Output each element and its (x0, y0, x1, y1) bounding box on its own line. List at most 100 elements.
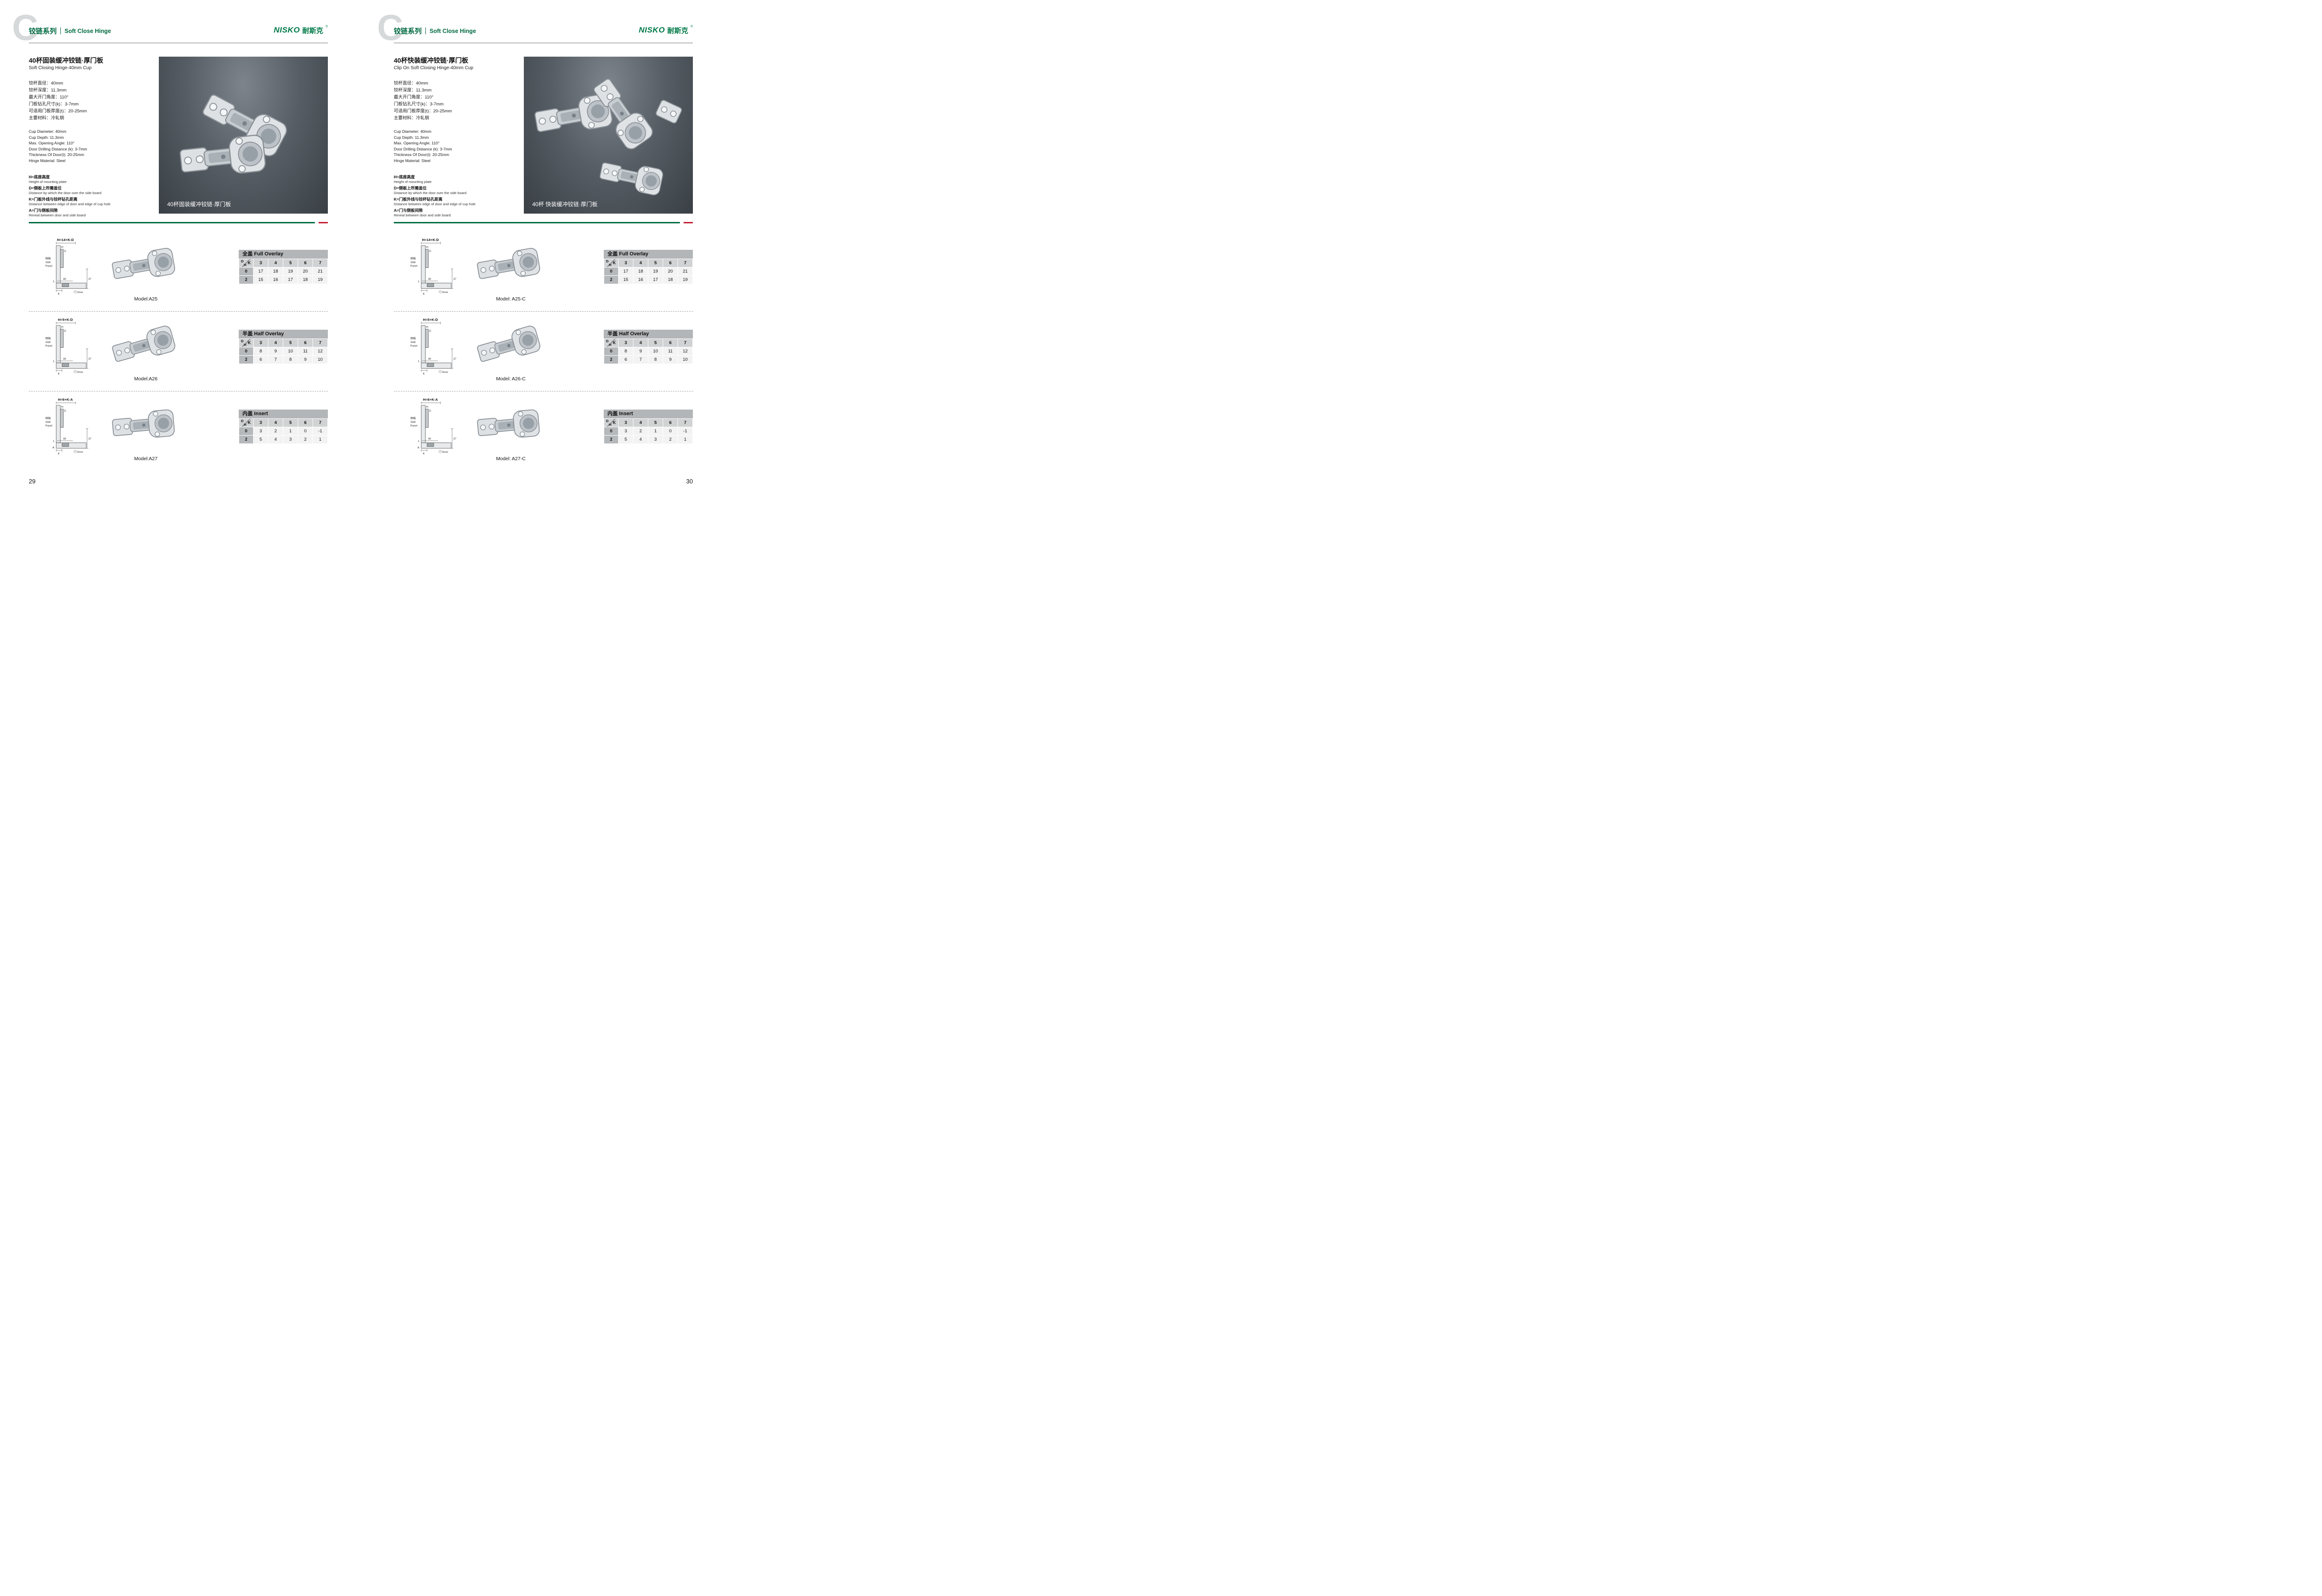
k-header-cell: 7 (313, 339, 327, 347)
dimension-lines (56, 321, 76, 325)
k-header-cell: 3 (254, 419, 268, 427)
k-header-cell: 6 (298, 339, 313, 347)
dim-37-label: 37 (88, 358, 91, 360)
installation-diagram: H=14+K-D 侧板 Side Panel H D 40 1 K 门 Door… (46, 238, 91, 296)
row-label-cell: 0 (239, 347, 253, 355)
corner-d-label: D (606, 339, 609, 343)
k-header-cell: 4 (633, 419, 648, 427)
door-label: 门 Door (74, 290, 83, 294)
dimension-lines (421, 428, 454, 452)
table-title: 内盖 Insert (239, 410, 328, 418)
dimension-lines (56, 348, 89, 372)
dim-40-label: 40 (428, 278, 431, 280)
brand-logo-en: NISKO (274, 26, 300, 34)
corner-d-label: D (241, 339, 244, 343)
spec-item: Hinge Material: Steel (394, 158, 430, 163)
spec-item: 最大开门角度：110° (394, 95, 434, 100)
dim-37-label: 37 (453, 437, 456, 440)
product-title-en: Clip On Soft Closing Hinge-40mm Cup (394, 65, 474, 71)
value-cell: 3 (619, 427, 633, 435)
hinge-product-photo (108, 315, 184, 374)
corner-k-label: K (248, 261, 251, 265)
legend-en: Distance by which the door over the side… (29, 191, 102, 195)
spec-item: Max. Opening Angle: 110° (29, 141, 75, 145)
table-title: 内盖 Insert (604, 410, 693, 418)
spec-item: 铰杯直径：40mm (29, 81, 63, 86)
legend-cn: A=门与侧板间隙 (394, 208, 423, 213)
corner-h-label: H (609, 263, 612, 267)
table-row: 0 3 2 1 0 -1 (239, 427, 327, 435)
value-cell: 1 (678, 436, 692, 443)
row-label-cell: 2 (604, 436, 618, 443)
table-row: 0 8 9 10 11 12 (604, 347, 692, 355)
table-row: 2 5 4 3 2 1 (239, 436, 327, 443)
value-cell: 5 (254, 436, 268, 443)
catalog-spread: C 铰链系列 Soft Close Hinge NISKO 耐斯克 ® 40杯固… (0, 0, 730, 499)
installation-diagram: H=14+K-D 侧板 Side Panel H D 40 1 K 门 Door… (411, 238, 457, 296)
corner-k-label: K (248, 340, 251, 345)
specs-list-cn: 铰杯直径：40mm 铰杯深度：11.3mm 最大开门角度：110° 门板钻孔尺寸… (29, 80, 155, 122)
h-label: H (426, 326, 428, 329)
diagram-formula: H=5+K-D (58, 318, 73, 322)
side-panel-label-en1: Side (411, 421, 416, 424)
page-right: C 铰链系列 Soft Close Hinge NISKO 耐斯克 ® 40杯快… (365, 0, 730, 499)
value-cell: 17 (254, 267, 268, 275)
divider-red-accent (684, 222, 693, 223)
dim-1-label: 1 (418, 440, 419, 443)
value-cell: 4 (633, 436, 648, 443)
k-header-cell: 5 (648, 419, 663, 427)
k-header-cell: 4 (268, 259, 283, 267)
corner-h-label: H (609, 423, 612, 427)
dim-37-label: 37 (453, 278, 456, 280)
spec-item: Thickness Of Door(t): 20-25mm (394, 152, 450, 157)
value-cell: 3 (254, 427, 268, 435)
legend-cn: K=门板外线与铰杯钻孔距离 (29, 197, 78, 202)
specs-list-en: Cup Diameter: 40mm Cup Depth: 11.3mm Max… (394, 129, 520, 163)
door-shape (56, 283, 87, 289)
cup-hole-shape (427, 283, 434, 287)
installation-diagram: H=6+K-A 侧板 Side Panel H D 40 1 A K 门 Doo… (411, 397, 457, 456)
spec-item: 铰杯直径：40mm (394, 81, 428, 86)
value-cell: -1 (678, 427, 692, 435)
k-header-cell: 3 (254, 339, 268, 347)
series-divider (60, 27, 61, 34)
value-cell: 18 (298, 276, 313, 284)
legend-en: Distance between edge of door and edge o… (394, 202, 476, 206)
cup-hole-shape (427, 443, 434, 447)
d-label: D (64, 410, 66, 412)
h-label: H (61, 326, 63, 329)
dimension-legend: H=底座高度 Height of mounting plate D=侧板上所需盖… (394, 175, 520, 217)
spec-item: Cup Diameter: 40mm (394, 129, 431, 134)
photo-caption: 40杯固装缓冲铰链·厚门板 (167, 201, 231, 208)
row-label-cell: 2 (239, 436, 253, 443)
dim-1-label: 1 (53, 440, 54, 443)
value-cell: 21 (313, 267, 327, 275)
k-header-cell: 6 (663, 339, 678, 347)
brand-logo: NISKO 耐斯克 ® (639, 25, 693, 35)
spec-item: Cup Depth: 11.3mm (394, 135, 429, 140)
corner-k-label: K (248, 420, 251, 425)
side-panel-label-cn: 侧板 (411, 336, 416, 340)
k-label: K (423, 373, 425, 376)
value-cell: 2 (633, 427, 648, 435)
k-header-cell: 5 (283, 259, 298, 267)
page-number: 30 (686, 478, 693, 485)
value-cell: 10 (283, 347, 298, 355)
table-row: 0 3 2 1 0 -1 (604, 427, 692, 435)
model-label: Model:A25 (134, 296, 158, 302)
door-shape (421, 283, 452, 289)
dim-1-label: 1 (418, 280, 419, 283)
row-label-cell: 0 (604, 267, 618, 275)
spec-item: Cup Diameter: 40mm (29, 129, 66, 134)
dim-1-label: 1 (53, 360, 54, 363)
table-row: 2 6 7 8 9 10 (604, 356, 692, 364)
legend-en: Distance between edge of door and edge o… (29, 202, 111, 206)
value-cell: 18 (633, 267, 648, 275)
value-cell: 12 (313, 347, 327, 355)
